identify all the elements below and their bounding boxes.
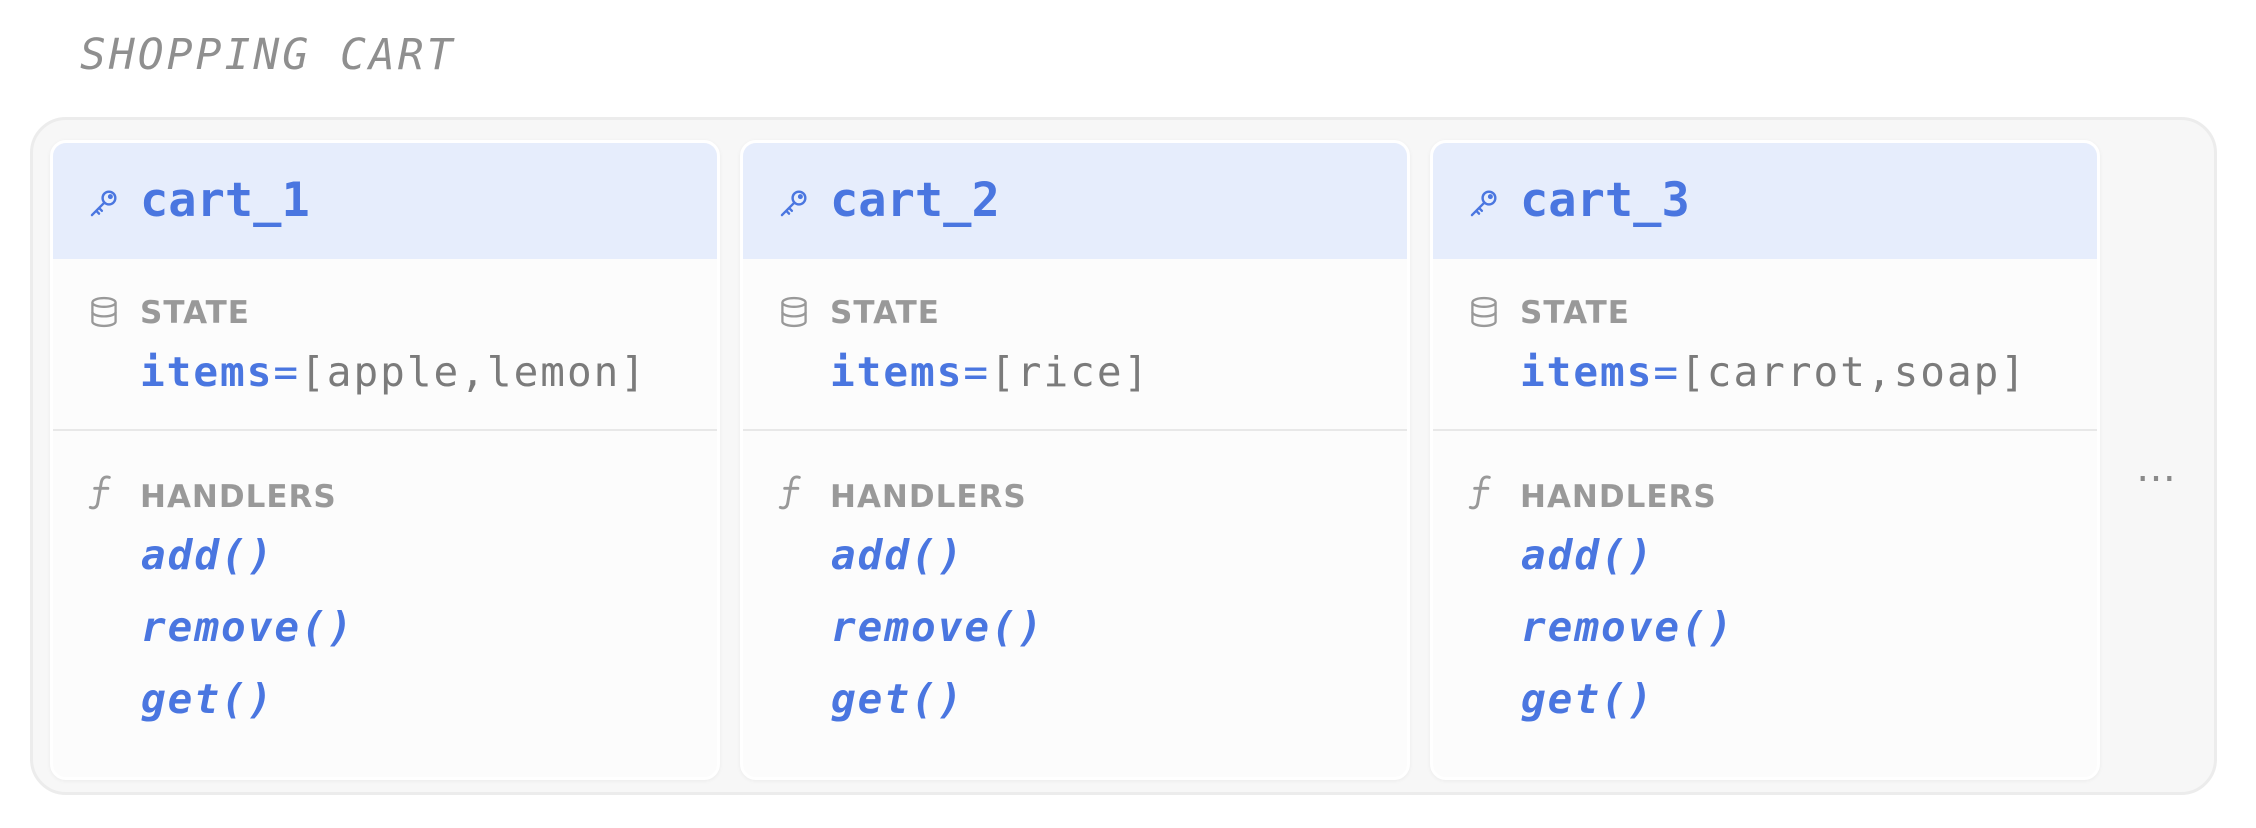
state-label: STATE: [830, 295, 940, 331]
handler-remove: remove(): [141, 603, 355, 651]
state-items: [carrot,soap]: [1680, 348, 2028, 396]
database-icon: [1471, 296, 1497, 328]
key-icon: [780, 190, 807, 217]
cart-card: cart_2 STATE items=[rice] HANDLERS add()…: [740, 140, 1410, 780]
card-header: [1433, 143, 2097, 259]
handler-add: add(): [831, 531, 965, 579]
page-title: SHOPPING CART: [80, 30, 456, 80]
database-icon: [91, 296, 117, 328]
handler-remove: remove(): [831, 603, 1045, 651]
state-equals: =: [1653, 348, 1681, 396]
state-key: items: [1520, 348, 1654, 396]
handler-add: add(): [1521, 531, 1655, 579]
state-key: items: [830, 348, 964, 396]
state-value: items=[rice]: [830, 348, 1150, 397]
section-divider: [53, 429, 717, 431]
database-icon: [781, 296, 807, 328]
state-items: [apple,lemon]: [300, 348, 648, 396]
handlers-label: HANDLERS: [830, 479, 1027, 515]
handler-get: get(): [141, 675, 275, 723]
more-indicator: …: [2136, 445, 2176, 491]
cart-card: cart_1 STATE items=[apple,lemon] HANDLER…: [50, 140, 720, 780]
function-icon: [1468, 475, 1491, 510]
state-label: STATE: [140, 295, 250, 331]
card-id: cart_2: [830, 173, 1000, 228]
handlers-label: HANDLERS: [140, 479, 337, 515]
key-icon: [1470, 190, 1497, 217]
handler-add: add(): [141, 531, 275, 579]
cart-card: cart_3 STATE items=[carrot,soap] HANDLER…: [1430, 140, 2100, 780]
handler-get: get(): [831, 675, 965, 723]
function-icon: [88, 475, 111, 510]
handler-remove: remove(): [1521, 603, 1735, 651]
card-id: cart_3: [1520, 173, 1690, 228]
section-divider: [1433, 429, 2097, 431]
handler-get: get(): [1521, 675, 1655, 723]
state-equals: =: [963, 348, 991, 396]
function-icon: [778, 475, 801, 510]
handlers-label: HANDLERS: [1520, 479, 1717, 515]
state-items: [rice]: [990, 348, 1151, 396]
card-header: [53, 143, 717, 259]
state-key: items: [140, 348, 274, 396]
section-divider: [743, 429, 1407, 431]
card-id: cart_1: [140, 173, 310, 228]
card-header: [743, 143, 1407, 259]
state-label: STATE: [1520, 295, 1630, 331]
state-value: items=[carrot,soap]: [1520, 348, 2027, 397]
state-value: items=[apple,lemon]: [140, 348, 647, 397]
state-equals: =: [273, 348, 301, 396]
key-icon: [90, 190, 117, 217]
